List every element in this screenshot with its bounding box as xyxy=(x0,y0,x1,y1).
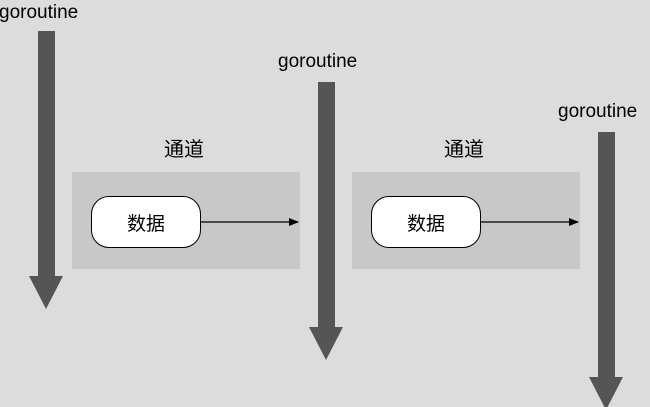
channel-1-label: 通道 xyxy=(164,137,204,161)
channel-2-data-box: 数据 xyxy=(371,196,481,248)
channel-2-data-label: 数据 xyxy=(406,212,445,235)
channel-2-label: 通道 xyxy=(444,137,484,161)
goroutine-2-arrow xyxy=(309,82,343,360)
goroutine-1-arrow xyxy=(29,31,63,309)
goroutine-2-label: goroutine xyxy=(278,51,358,72)
channel-1-data-box: 数据 xyxy=(91,196,201,248)
goroutine-3-label: goroutine xyxy=(558,101,638,122)
goroutine-1-label: goroutine xyxy=(0,2,79,23)
goroutine-3-arrow xyxy=(589,132,623,407)
channel-1-data-label: 数据 xyxy=(126,212,165,235)
